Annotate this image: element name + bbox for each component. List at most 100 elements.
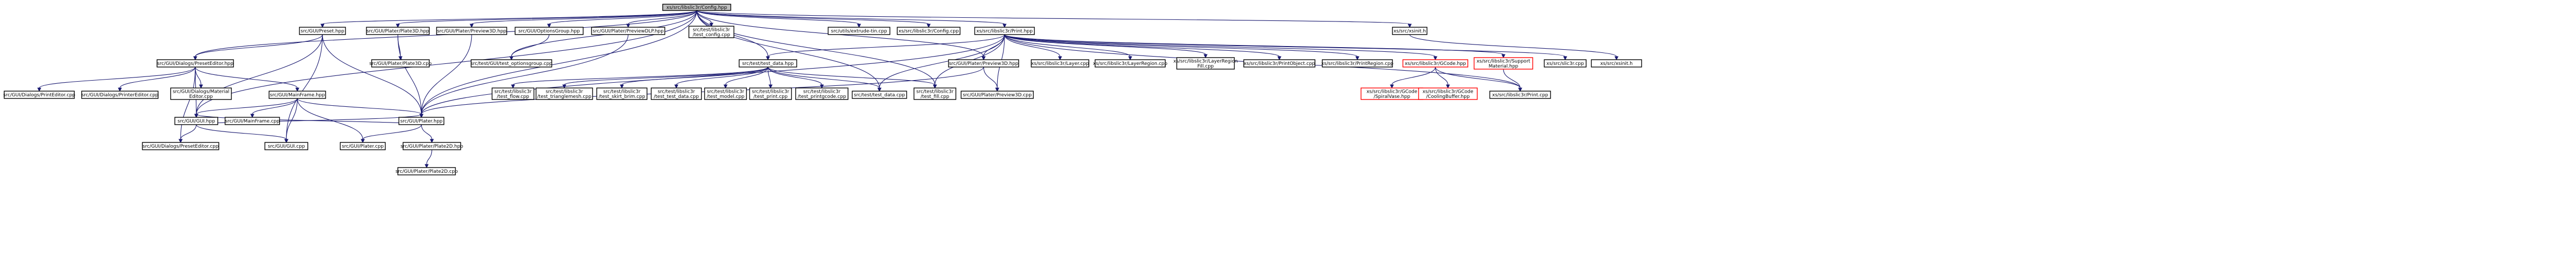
node-gui-hpp[interactable]: src/GUI/GUI.hpp [174,117,218,125]
node-plate2d-cpp[interactable]: src/GUI/Plater/Plate2D.cpp [395,167,458,175]
node-xsutils-cpp[interactable]: xs/src/xsinit.h [1591,59,1642,68]
node-box [1474,57,1533,70]
node-label: src/GUI/Dialogs/PresetEditor.hpp [157,61,233,67]
edge-preview3d_hpp-to-plater_hpp [421,34,472,115]
node-label: /test_test_data.cpp [654,94,699,99]
node-box [961,91,1034,99]
node-box [4,91,75,99]
node-plate3d-hpp[interactable]: src/GUI/Plater/Plate3D.hpp [366,27,430,35]
node-label: xs/src/libslic3r/GCode.hpp [1404,61,1466,67]
node-label: src/GUI/GUI.hpp [177,119,215,124]
node-preset-hpp[interactable]: src/GUI/Preset.hpp [299,27,346,35]
arrowhead-preset_hpp-to-preseteditor_hpp [193,56,197,61]
node-label: /test_trianglemesh.cpp [537,94,592,99]
node-test-print[interactable]: src/test/libslic3r/test_print.cpp [749,87,792,100]
arrowhead-root-to-optionsgroup_hpp [547,24,551,28]
node-test-model[interactable]: src/test/libslic3r/test_model.cpp [704,87,747,100]
node-test-optionsgroup[interactable]: src/test/GUI/test_optionsgroup.cpp [471,59,552,68]
node-printeditor-cpp[interactable]: src/GUI/Dialogs/PrintEditor.cpp [3,91,75,99]
node-printregion-cpp[interactable]: xs/src/libslic3r/PrintRegion.cpp [1321,59,1393,68]
node-mainframe-cpp[interactable]: src/GUI/MainFrame.cpp [225,117,280,125]
node-label: src/test/libslic3r [803,89,841,94]
node-box [340,142,386,150]
node-label: xs/src/libslic3r/Support [1477,59,1531,64]
node-printobject-cpp[interactable]: xs/src/libslic3r/PrintObject.cpp [1243,59,1315,68]
node-test-data-hpp[interactable]: src/test/test_data.hpp [739,59,797,68]
edge-preview3d_hpp2-to-plater_hpp [421,67,984,115]
node-box [436,27,507,35]
node-box [795,87,849,100]
node-print-hpp[interactable]: xs/src/libslic3r/Print.hpp [974,27,1035,35]
arrowhead-print_hpp-to-layerregionfill_cpp [1203,54,1208,59]
node-label: src/test/test_data.hpp [742,61,794,67]
node-test-flow[interactable]: src/test/libslic3r/test_flow.cpp [492,87,534,100]
node-box [704,87,747,100]
node-root[interactable]: xs/src/libslic3r/Config.hpp [662,4,731,11]
edge-root-to-xs_config_cpp [696,10,929,25]
node-slic3r-cpp[interactable]: xs/src/slic3r.cpp [1544,59,1587,68]
node-plate3d-cpp[interactable]: src/GUI/Plater/Plate3D.cpp [369,59,432,68]
edge-mainframe_hpp-to-mainframe_cpp [252,98,298,115]
node-box [651,87,702,100]
arrowhead-root-to-extrude_tin [857,24,861,28]
arrowhead-optionsgroup_hpp-to-test_optionsgroup [509,56,514,61]
node-test-data-cpp[interactable]: src/test/test_data.cpp [852,91,907,99]
arrowhead-test_data_hpp-to-test_model [723,84,728,89]
node-box [1402,59,1468,68]
edge-plater_hpp-to-plate2d_hpp [421,124,432,140]
node-box [536,87,593,100]
node-xs-config-cpp[interactable]: xs/src/libslic3r/Config.cpp [897,27,961,35]
node-xsinit-h[interactable]: xs/src/xsinit.h [1392,27,1428,35]
node-plater-hpp[interactable]: src/GUI/Plater.hpp [398,117,444,125]
node-layer-cpp[interactable]: xs/src/libslic3r/Layer.cpp [1031,59,1089,68]
node-preview3d-hpp[interactable]: src/GUI/Plater/Preview3D.hpp [436,27,507,35]
node-test-skirt-brim[interactable]: src/test/libslic3r/test_skirt_brim.cpp [596,87,648,100]
arrowhead-plate2d_hpp-to-plate2d_cpp [425,164,429,169]
node-preview3d-cpp[interactable]: src/GUI/Plater/Preview3D.cpp [961,91,1034,99]
node-test-fill[interactable]: src/test/libslic3r/test_fill.cpp [913,87,956,100]
node-layerregion-cpp[interactable]: xs/src/libslic3r/LayerRegion.cpp [1093,59,1167,68]
arrowhead-preview3d_hpp2-to-preview3d_cpp [995,87,999,92]
node-previewdlp-hpp[interactable]: src/GUI/Plater/PreviewDLP.hpp [591,27,665,35]
node-printereditor-cpp[interactable]: src/GUI/Dialogs/PrinterEditor.cpp [81,91,159,99]
node-label: xs/src/libslic3r/Layer.cpp [1031,61,1089,67]
arrowhead-test_data_hpp-to-test_flow [511,84,515,89]
node-label: src/test/libslic3r [752,89,789,94]
arrowhead-print_hpp-to-printobject_cpp [1277,56,1281,61]
node-label: src/GUI/Plater/Preview3D.hpp [949,61,1019,67]
node-print-cpp[interactable]: xs/src/libslic3r/Print.cpp [1489,91,1551,99]
node-gcode-spiralvase[interactable]: xs/src/libslic3r/GCode/SpiralVase.hpp [1361,87,1423,100]
node-label: src/test/libslic3r [657,89,695,94]
node-gui-cpp[interactable]: src/GUI/GUI.cpp [264,142,308,150]
edge-test_data_hpp-to-test_test_data [676,67,768,85]
node-extrude-tin[interactable]: src/utils/extrude-tin.cpp [828,27,890,35]
node-preview3d-hpp2[interactable]: src/GUI/Plater/Preview3D.hpp [948,59,1019,68]
node-test-printgcode[interactable]: src/test/libslic3r/test_printgcode.cpp [795,87,849,100]
node-label: src/GUI/Plater.cpp [342,144,384,149]
node-label: /test_printgcode.cpp [798,94,846,99]
node-box [397,167,456,175]
node-plater-cpp[interactable]: src/GUI/Plater.cpp [340,142,386,150]
edge-test_data_hpp-to-test_model [725,67,768,85]
arrowhead-plater_hpp-to-plate2d_hpp [430,139,434,143]
node-test-test-data[interactable]: src/test/libslic3r/test_test_data.cpp [651,87,702,100]
node-test-trianglemesh[interactable]: src/test/libslic3r/test_trianglemesh.cpp [536,87,593,100]
node-optionsgroup-hpp[interactable]: src/GUI/OptionsGroup.hpp [515,27,584,35]
node-box [897,27,961,35]
node-preseteditor-cpp[interactable]: src/GUI/Dialogs/PresetEditor.cpp [142,142,219,150]
node-mainframe-hpp[interactable]: src/GUI/MainFrame.hpp [269,91,326,99]
node-gcode-hpp[interactable]: xs/src/libslic3r/GCode.hpp [1402,59,1468,68]
node-preseteditor-hpp[interactable]: src/GUI/Dialogs/PresetEditor.hpp [157,59,234,68]
node-plate2d-hpp[interactable]: src/GUI/Plater/Plate2D.hpp [400,142,463,150]
arrowhead-preseteditor_hpp-to-materialeditor_cpp [199,84,203,89]
node-label: src/GUI/MainFrame.hpp [270,93,325,98]
node-gcode-coolingbuffer[interactable]: xs/src/libslic3r/GCode/CoolingBuffer.hpp [1418,87,1478,100]
node-test-config[interactable]: src/test/libslic3r/test_config.cpp [688,26,734,38]
edge-plater_hpp-to-plater_cpp [362,124,422,140]
node-box [662,4,731,11]
arrowhead-mainframe_hpp-to-mainframe_cpp [250,114,254,118]
node-label: xs/src/libslic3r/GCode [1422,89,1474,94]
